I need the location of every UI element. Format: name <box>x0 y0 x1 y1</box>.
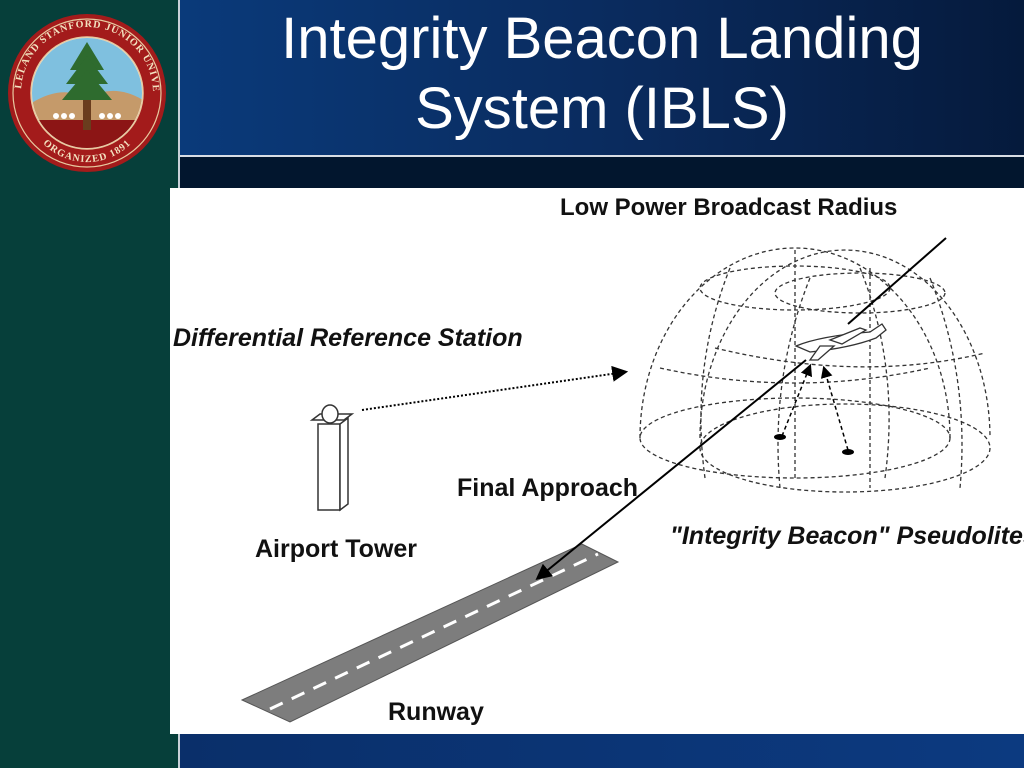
runway-label: Runway <box>388 698 484 726</box>
aircraft-icon <box>794 323 887 361</box>
reference-station-arrow <box>361 365 629 411</box>
dark-band <box>180 157 1024 188</box>
broadcast-radius-label: Low Power Broadcast Radius <box>560 194 898 221</box>
broadcast-domes <box>639 247 991 493</box>
diagram-graphic <box>240 237 991 723</box>
footer-bar <box>180 734 1024 768</box>
reference-station-label: Differential Reference Station <box>173 324 523 352</box>
title-bar <box>180 0 1024 156</box>
pseudolites-label: "Integrity Beacon" Pseudolites <box>670 522 1024 550</box>
university-seal-logo: LELAND STANFORD JUNIOR UNIVERSITY ORGANI… <box>6 12 166 172</box>
pseudolite-beacons <box>774 363 854 455</box>
radius-pointer-line <box>847 237 947 325</box>
airport-tower-icon <box>309 404 355 512</box>
final-approach-label: Final Approach <box>457 474 639 502</box>
airport-tower-label: Airport Tower <box>255 535 418 563</box>
runway <box>240 543 620 723</box>
header-rule <box>180 155 1024 157</box>
ibls-diagram: Low Power Broadcast Radius Differential … <box>170 188 1024 734</box>
slide-title: Integrity Beacon Landing System (IBLS) <box>281 6 923 141</box>
final-approach-path <box>535 359 807 581</box>
